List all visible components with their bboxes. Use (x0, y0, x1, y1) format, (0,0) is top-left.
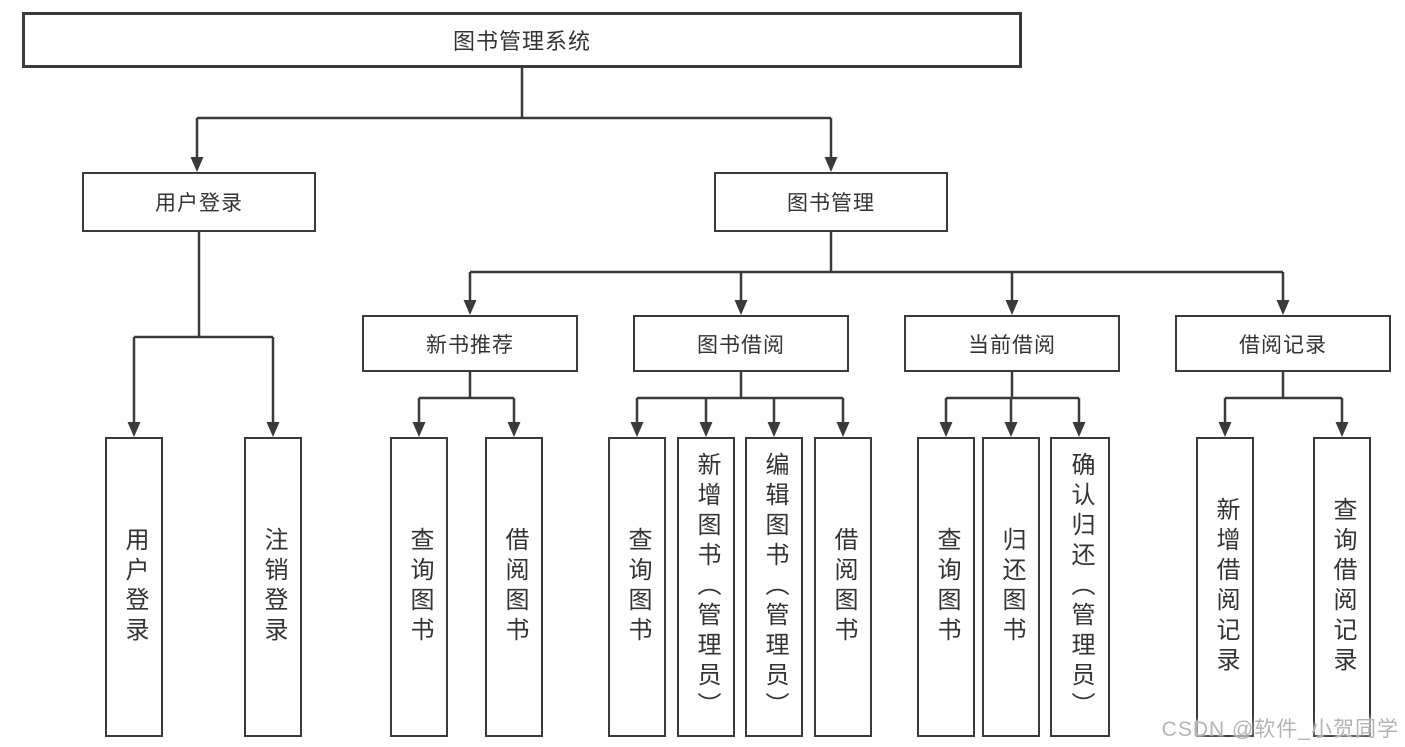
node-new-book-recommend: 新书推荐 (362, 315, 578, 372)
node-label: 查询图书 (933, 527, 960, 647)
node-borrow-records: 借阅记录 (1175, 315, 1391, 372)
leaf-borrow-books: 借阅图书 (814, 437, 872, 737)
node-label: 查询图书 (406, 527, 433, 647)
leaf-return-books: 归还图书 (982, 437, 1040, 737)
leaf-add-book-admin: 新增图书（管理员） (677, 437, 735, 737)
leaf-user-login: 用户登录 (105, 437, 163, 737)
node-label: 归还图书 (998, 527, 1025, 647)
connector-root-to-level2 (195, 68, 833, 162)
leaf-query-borrow-record: 查询借阅记录 (1313, 437, 1371, 737)
node-label: 借阅图书 (830, 527, 857, 647)
node-user-login-group: 用户登录 (82, 172, 316, 232)
node-current-borrow: 当前借阅 (904, 315, 1120, 372)
node-label: 图书管理 (787, 192, 875, 215)
leaf-confirm-return-admin: 确认归还（管理员） (1050, 437, 1110, 737)
connector-bookmgmt-to-level3 (468, 232, 1285, 305)
node-label: 用户登录 (121, 527, 148, 647)
node-label: 编辑图书（管理员） (761, 452, 788, 722)
leaf-logout: 注销登录 (244, 437, 302, 737)
node-book-management-group: 图书管理 (714, 172, 948, 232)
connector-userlogin-to-leaves (132, 232, 275, 427)
leaf-borrow-books-recommend: 借阅图书 (485, 437, 543, 737)
leaf-query-books-borrow: 查询图书 (608, 437, 666, 737)
connector-borrowrecords-to-leaves (1223, 372, 1344, 427)
node-label: 用户登录 (155, 192, 243, 215)
leaf-edit-book-admin: 编辑图书（管理员） (745, 437, 803, 737)
node-label: 借阅记录 (1239, 333, 1327, 357)
node-label: 新增借阅记录 (1212, 497, 1239, 677)
node-label: 确认归还（管理员） (1067, 452, 1094, 722)
leaf-query-books-current: 查询图书 (917, 437, 975, 737)
csdn-watermark: CSDN @软件_小贺同学 (1161, 718, 1399, 741)
connector-currentborrow-to-leaves (944, 372, 1081, 427)
node-label: 当前借阅 (968, 333, 1056, 357)
connector-bookborrow-to-leaves (635, 372, 845, 427)
arrowheads (127, 157, 1349, 437)
leaf-query-books-recommend: 查询图书 (390, 437, 448, 737)
node-label: 借阅图书 (501, 527, 528, 647)
node-label: 注销登录 (260, 527, 287, 647)
node-label: 新增图书（管理员） (693, 452, 720, 722)
node-label: 图书管理系统 (452, 29, 591, 54)
node-label: 查询图书 (624, 527, 651, 647)
node-root-library-system: 图书管理系统 (22, 12, 1022, 68)
connector-newbookrec-to-leaves (417, 372, 516, 427)
node-book-borrow: 图书借阅 (633, 315, 849, 372)
node-label: 图书借阅 (697, 333, 785, 357)
node-label: 查询借阅记录 (1329, 497, 1356, 677)
node-label: 新书推荐 (426, 333, 514, 357)
leaf-add-borrow-record: 新增借阅记录 (1196, 437, 1254, 737)
